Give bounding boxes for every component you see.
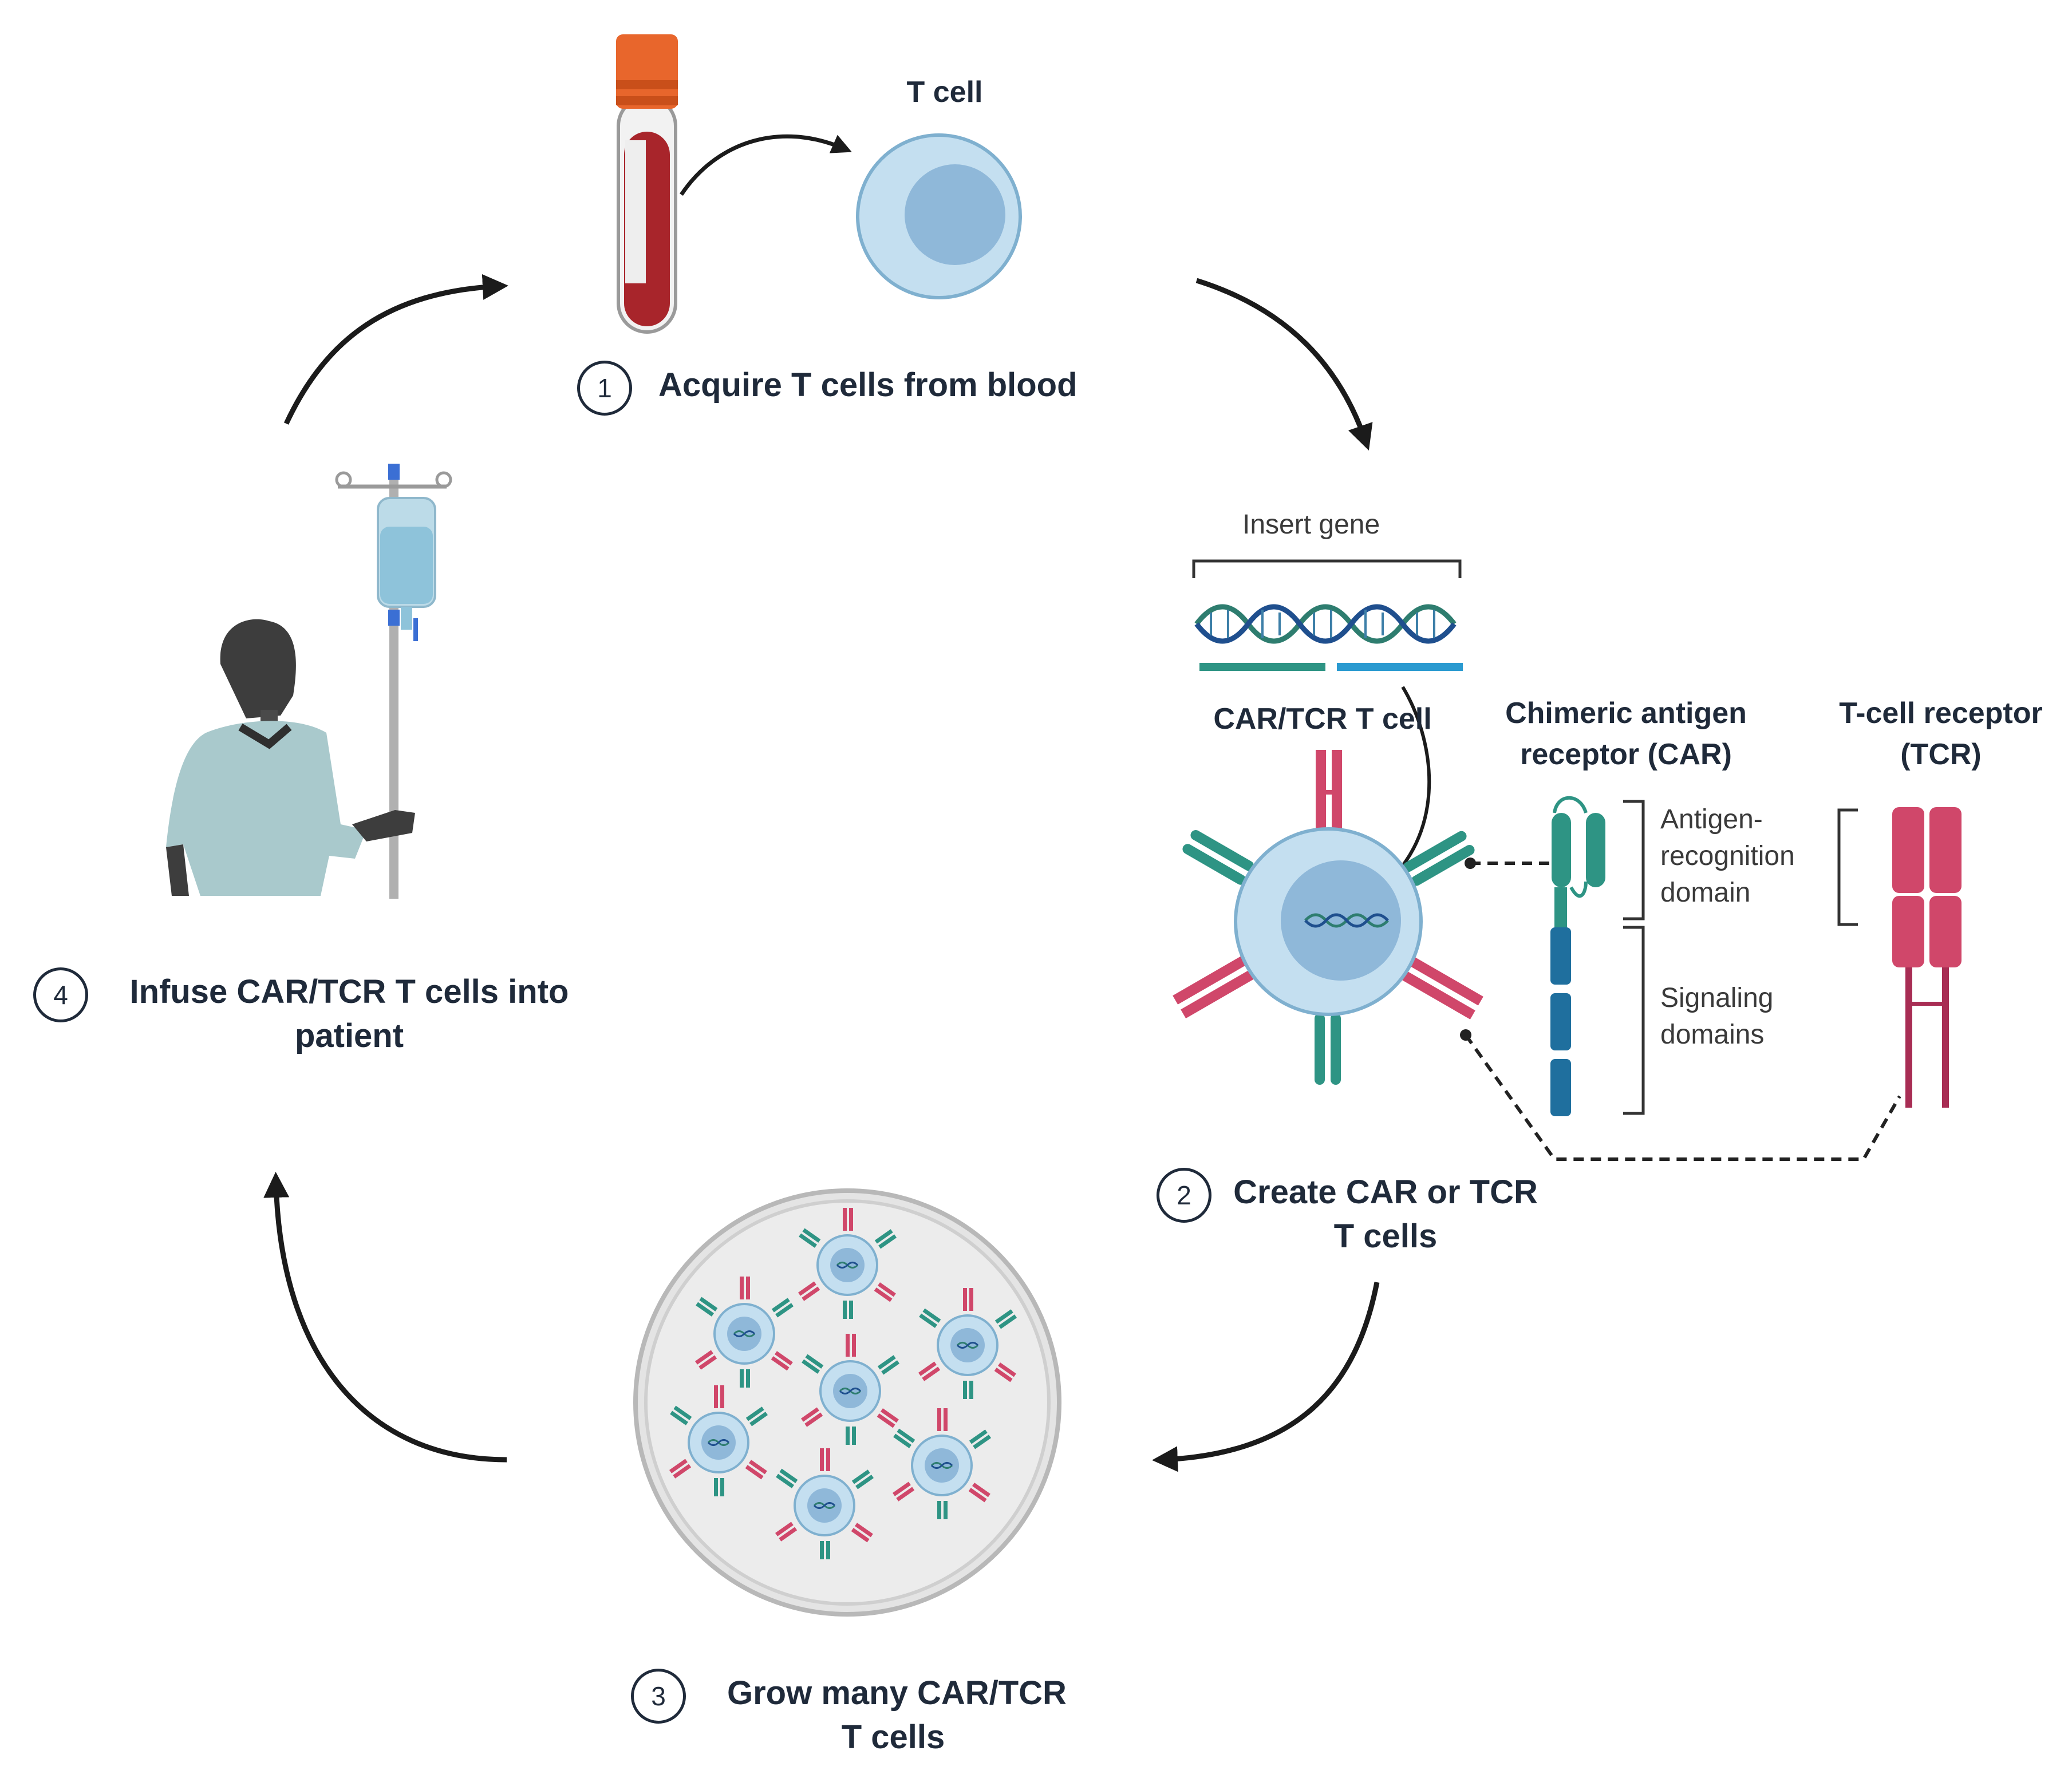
tube-to-cell-arrow bbox=[680, 134, 852, 196]
car-tcr-t-cell-icon bbox=[1173, 750, 1483, 1085]
car-structure-icon bbox=[1550, 796, 1605, 1116]
antigen-domain-bracket bbox=[1623, 800, 1645, 920]
cycle-arrow-4-to-1 bbox=[283, 274, 508, 425]
tcr-title-line2: (TCR) bbox=[1900, 738, 1982, 771]
car-tcr-t-cell-label: CAR/TCR T cell bbox=[1213, 702, 1432, 736]
antigen-label-line1: Antigen- bbox=[1660, 804, 1763, 835]
insert-gene-bracket bbox=[1192, 559, 1462, 578]
signaling-label-line2: domains bbox=[1660, 1020, 1765, 1050]
car-title-line2: receptor (CAR) bbox=[1520, 738, 1732, 771]
step-4-number: 4 bbox=[33, 967, 88, 1022]
cycle-arrow-3-to-4 bbox=[263, 1172, 507, 1463]
step-3-number: 3 bbox=[631, 1669, 686, 1724]
cycle-arrow-2-to-3 bbox=[1152, 1282, 1380, 1472]
patient-icon bbox=[166, 619, 415, 896]
tcr-domain-bracket bbox=[1837, 808, 1858, 926]
t-cell-label: T cell bbox=[906, 76, 983, 109]
signaling-domain-bracket bbox=[1623, 926, 1645, 1115]
insert-gene-label: Insert gene bbox=[1242, 509, 1380, 540]
signaling-label-line1: Signaling bbox=[1660, 983, 1774, 1013]
blood-tube-icon bbox=[616, 34, 678, 334]
tcr-structure-icon bbox=[1892, 807, 1962, 1108]
antigen-label-line3: domain bbox=[1660, 878, 1751, 908]
step-2-title-line1: Create CAR or TCR bbox=[1233, 1173, 1538, 1211]
step-3-title-line1: Grow many CAR/TCR bbox=[727, 1674, 1067, 1712]
cycle-arrow-1-to-2 bbox=[1195, 278, 1373, 451]
t-cell-icon bbox=[856, 133, 1022, 299]
step-3-title-line2: T cells bbox=[841, 1718, 945, 1756]
step-2-title-line2: T cells bbox=[1333, 1218, 1438, 1255]
step-4-title-line1: Infuse CAR/TCR T cells into bbox=[129, 973, 569, 1010]
petri-dish-icon bbox=[633, 1188, 1061, 1617]
step-1-number: 1 bbox=[577, 361, 632, 416]
tcr-title-line1: T-cell receptor bbox=[1839, 697, 2043, 730]
step-2-number: 2 bbox=[1157, 1168, 1211, 1223]
dna-icon bbox=[1194, 604, 1463, 671]
iv-stand-icon bbox=[335, 464, 452, 899]
step-4-title-line2: patient bbox=[294, 1017, 404, 1054]
car-title-line1: Chimeric antigen bbox=[1505, 697, 1747, 730]
step-1-title: Acquire T cells from blood bbox=[658, 366, 1078, 404]
antigen-label-line2: recognition bbox=[1660, 841, 1795, 871]
tcr-connector-dashed bbox=[1464, 1034, 1901, 1161]
